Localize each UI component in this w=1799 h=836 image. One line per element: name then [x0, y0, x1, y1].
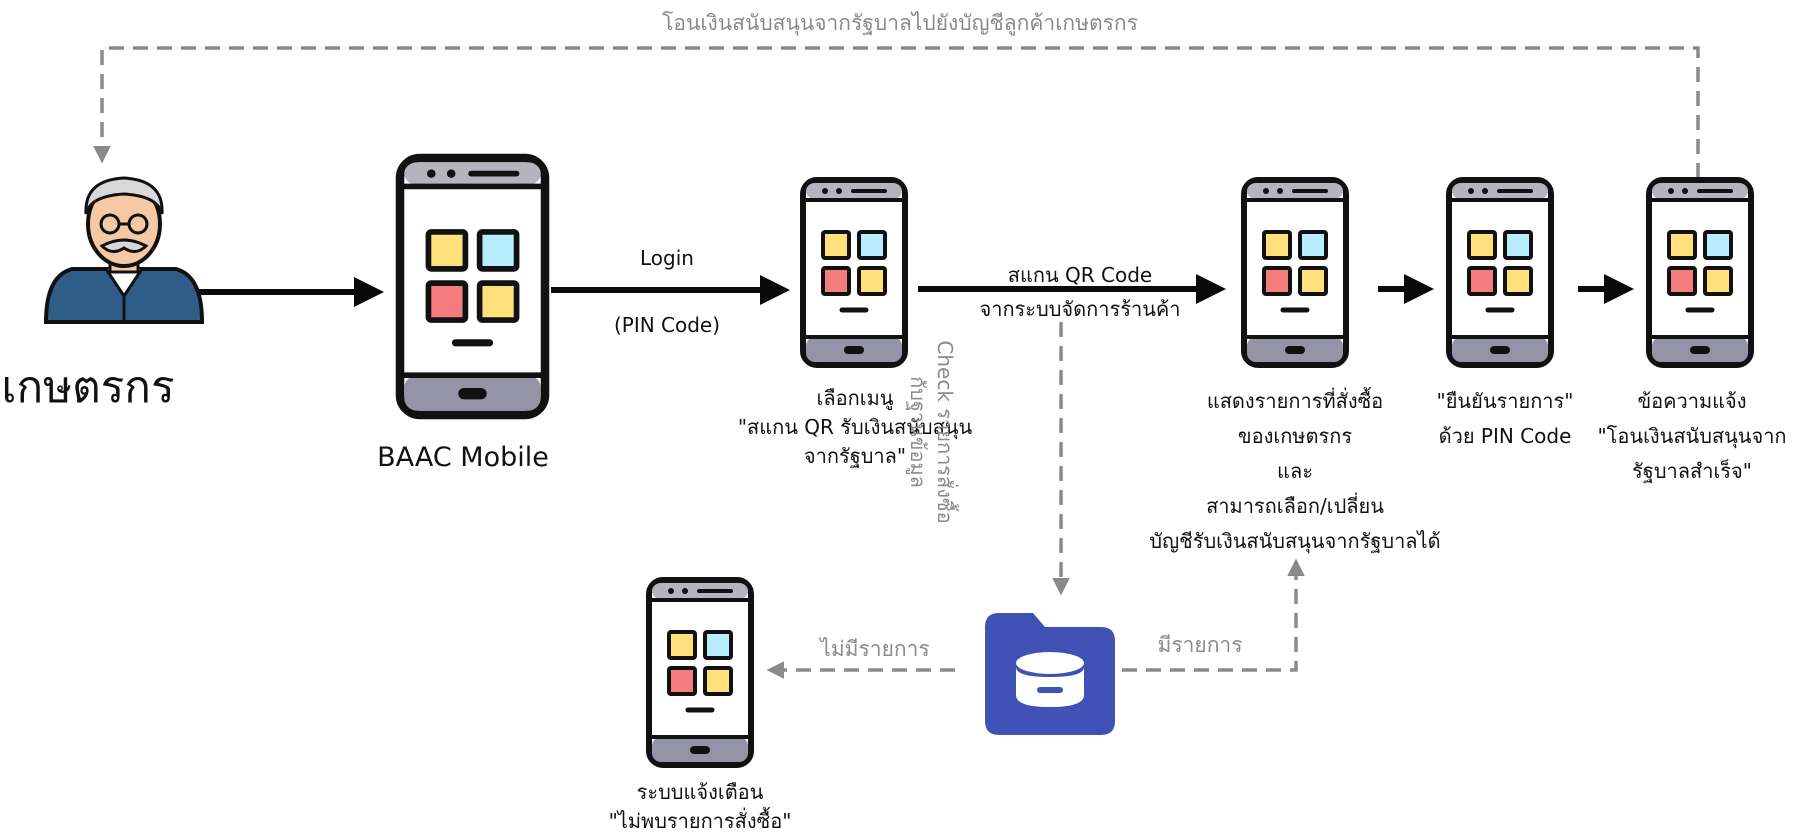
- menu-line: เลือกเมนู: [816, 386, 894, 410]
- edge-label-login: Login: [640, 246, 694, 270]
- order-list-line: บัญชีรับเงินสนับสนุนจากรัฐบาลได้: [1149, 529, 1441, 553]
- node-label-notify: ข้อความแจ้ง "โอนเงินสนับสนุนจาก รัฐบาลสำ…: [1588, 384, 1796, 489]
- order-list-line: สามารถเลือก/เปลี่ยน: [1206, 494, 1384, 518]
- farmer-icon: [43, 176, 205, 324]
- node-label-baac-mobile: BAAC Mobile: [377, 442, 549, 473]
- edge-label-transfer: โอนเงินสนับสนุนจากรัฐบาลไปยังบัญชีลูกค้า…: [662, 11, 1138, 35]
- menu-line: จากรัฐบาล": [803, 444, 907, 468]
- edge-label-scan-qr: สแกน QR Code: [1007, 263, 1153, 287]
- node-label-menu: เลือกเมนู "สแกน QR รับเงินสนับสนุน จากรั…: [700, 384, 1010, 471]
- phone-order-list: [1241, 177, 1349, 368]
- confirm-line: "ยืนยันรายการ": [1436, 389, 1574, 413]
- check-line: Check รายการสั่งซื้อ: [933, 340, 957, 524]
- database-folder-icon: [985, 613, 1115, 735]
- phone-alert: [646, 577, 754, 768]
- edge-label-check-database: Check รายการสั่งซื้อ กับฐานข้อมูล: [904, 302, 958, 562]
- menu-line: "สแกน QR รับเงินสนับสนุน: [737, 415, 973, 439]
- edge-label-pin-code: (PIN Code): [613, 313, 721, 337]
- edge-label-not-found: ไม่มีรายการ: [820, 637, 930, 661]
- arrow-transfer-loop: [93, 46, 1700, 178]
- node-label-order-list: แสดงรายการที่สั่งซื้อ ของเกษตรกร และ สาม…: [1120, 384, 1470, 559]
- confirm-line: ด้วย PIN Code: [1438, 424, 1572, 448]
- phone-notify: [1646, 177, 1754, 368]
- arrow-found: [1122, 558, 1305, 672]
- notify-line: ข้อความแจ้ง: [1637, 389, 1747, 413]
- phone-baac-mobile: [395, 153, 550, 420]
- phone-menu: [800, 177, 908, 368]
- node-label-farmer: เกษตรกร: [1, 362, 175, 413]
- order-list-line: ของเกษตรกร: [1237, 424, 1353, 448]
- node-label-alert: ระบบแจ้งเตือน "ไม่พบรายการสั่งซื้อ": [560, 778, 840, 836]
- node-label-confirm: "ยืนยันรายการ" ด้วย PIN Code: [1400, 384, 1610, 454]
- phone-confirm: [1446, 177, 1554, 368]
- notify-line: รัฐบาลสำเร็จ": [1632, 459, 1752, 483]
- check-line: กับฐานข้อมูล: [906, 376, 930, 488]
- notify-line: "โอนเงินสนับสนุนจาก: [1597, 424, 1787, 448]
- edge-label-scan-source: จากระบบจัดการร้านค้า: [979, 297, 1181, 321]
- edge-label-found: มีรายการ: [1157, 633, 1243, 657]
- alert-line: ระบบแจ้งเตือน: [636, 780, 764, 804]
- alert-line: "ไม่พบรายการสั่งซื้อ": [608, 809, 792, 833]
- order-list-line: แสดงรายการที่สั่งซื้อ: [1206, 389, 1384, 413]
- order-list-line: และ: [1277, 459, 1313, 483]
